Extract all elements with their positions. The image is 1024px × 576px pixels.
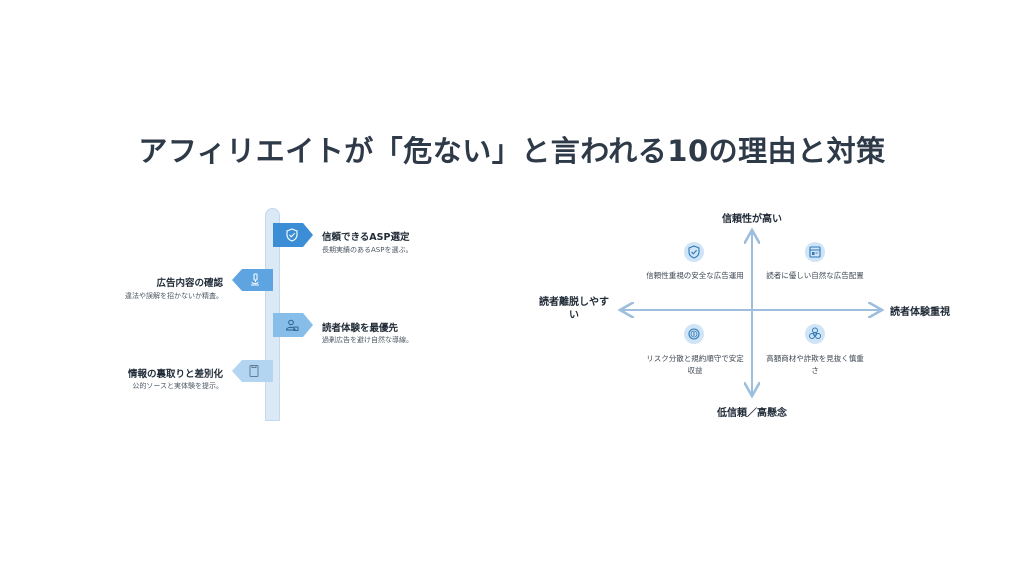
timeline-step-1-title: 信頼できるASP選定: [322, 232, 410, 243]
timeline-step-4-desc: 公的ソースと実体験を提示。: [132, 382, 223, 390]
axis-label-right: 読者体験重視: [890, 307, 950, 318]
timeline-step-1-desc: 長期実績のあるASPを選ぶ。: [322, 246, 413, 254]
timeline-flag-3: [273, 313, 313, 337]
quadrant-cell-bottom-left: リスク分散と規約順守で安定収益: [646, 354, 744, 375]
document-icon: [249, 365, 259, 377]
quadrant-axes: [618, 228, 884, 398]
microscope-icon: [251, 273, 259, 286]
timeline-step-2-desc: 違法や誤解を招かないか精査。: [125, 292, 223, 300]
timeline-step-4-title: 情報の裏取りと差別化: [127, 369, 223, 380]
timeline-flag-1: [273, 223, 313, 247]
biohazard-icon: [805, 324, 825, 344]
coin-icon: [684, 324, 704, 344]
quadrant-cell-top-left: 信頼性重視の安全な広告運用: [646, 271, 744, 280]
timeline-step-3-desc: 過剰広告を避け自然な導線。: [322, 336, 413, 344]
shield-check-icon: [684, 242, 704, 262]
timeline-flag-4: [232, 360, 273, 382]
axis-label-bottom: 低信頼／高懸念: [717, 408, 787, 419]
user-lock-icon: [285, 319, 299, 331]
page-title: アフィリエイトが「危ない」と言われる10の理由と対策: [138, 134, 886, 168]
quadrant-cell-top-right: 読者に優しい自然な広告配置: [766, 271, 864, 280]
timeline-step-2-title: 広告内容の確認: [156, 278, 223, 289]
timeline-step-3-title: 読者体験を最優先: [322, 323, 399, 334]
axis-label-left: 読者離脱しやす い: [539, 297, 609, 321]
axis-label-top: 信頼性が高い: [722, 214, 782, 225]
browser-window-icon: [805, 242, 825, 262]
quadrant-cell-bottom-right: 高額商材や詐欺を見抜く慎重さ: [766, 354, 864, 375]
shield-check-icon: [286, 228, 298, 242]
timeline-flag-2: [232, 269, 273, 291]
